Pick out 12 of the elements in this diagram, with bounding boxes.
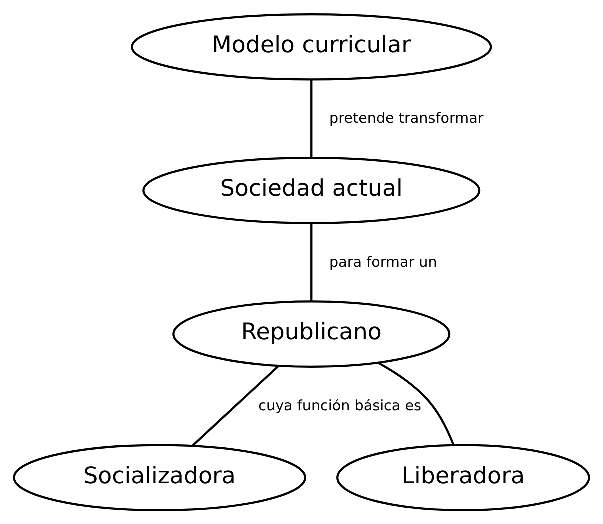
edge-label: para formar un bbox=[330, 254, 438, 270]
connector bbox=[310, 79, 313, 158]
node-ellipse: Sociedad actual bbox=[142, 156, 481, 224]
connector bbox=[310, 222, 313, 302]
node-ellipse: Socializadora bbox=[13, 444, 306, 512]
node-ellipse: Republicano bbox=[172, 300, 451, 368]
connector bbox=[377, 361, 455, 446]
edge-label: cuya función básica es bbox=[258, 398, 422, 414]
edge-label: pretende transformar bbox=[330, 110, 484, 127]
node-ellipse: Liberadora bbox=[336, 444, 590, 512]
connector bbox=[192, 364, 280, 446]
node-ellipse: Modelo curricular bbox=[131, 12, 492, 80]
